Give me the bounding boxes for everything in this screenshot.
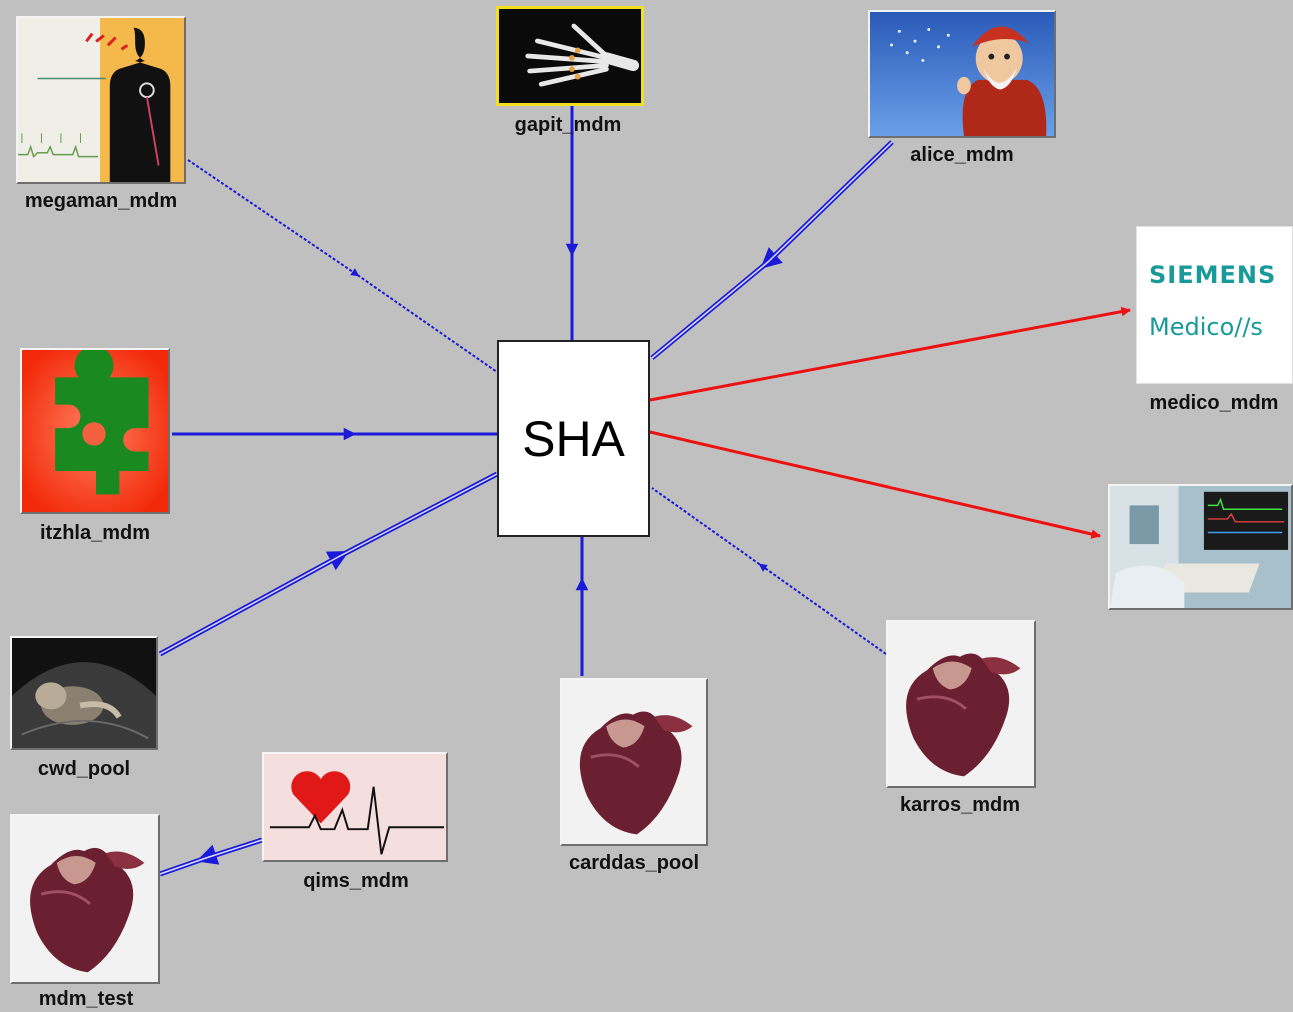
hand-xray-image (499, 9, 641, 103)
sha-hub-node[interactable]: SHA (497, 340, 650, 537)
edge-megaman-to-sha[interactable] (187, 159, 498, 373)
megaman-mdm-node[interactable] (16, 16, 186, 184)
icu-monitor-node[interactable] (1108, 484, 1293, 610)
heart-organ-image (562, 680, 706, 844)
edge-sha-to-medico[interactable] (649, 306, 1131, 402)
ultrasound-image (12, 638, 156, 748)
edge-sha-to-monitor[interactable] (649, 430, 1101, 539)
sandman-figure-image (870, 12, 1054, 136)
karros-mdm-label: karros_mdm (899, 794, 1021, 816)
megaman-mdm-label: megaman_mdm (24, 190, 178, 212)
qims-mdm-node[interactable] (262, 752, 448, 862)
carddas-pool-label: carddas_pool (568, 852, 700, 874)
medico-logo-text: Medico//s (1149, 313, 1263, 341)
mdm-test-node[interactable] (10, 814, 160, 984)
medico-mdm-label: medico_mdm (1149, 392, 1279, 414)
mdm-test-label: mdm_test (38, 988, 134, 1010)
puzzle-figure-image (22, 350, 168, 512)
karros-mdm-node[interactable] (886, 620, 1036, 788)
itzhla-mdm-label: itzhla_mdm (39, 522, 151, 544)
medico-mdm-node[interactable]: SIEMENS Medico//s (1136, 226, 1293, 384)
alice-mdm-node[interactable] (868, 10, 1056, 138)
cwd-pool-label: cwd_pool (37, 758, 131, 780)
carddas-pool-node[interactable] (560, 678, 708, 846)
sha-hub-label: SHA (522, 410, 625, 467)
heart-ecg-image (264, 754, 446, 860)
gapit-mdm-label: gapit_mdm (514, 114, 622, 136)
heart-organ-image (888, 622, 1034, 786)
edge-alice-to-sha[interactable] (650, 140, 894, 360)
gapit-mdm-node[interactable] (496, 6, 644, 106)
cwd-pool-node[interactable] (10, 636, 158, 750)
siemens-logo: SIEMENS (1149, 261, 1277, 289)
itzhla-mdm-node[interactable] (20, 348, 170, 514)
heart-organ-image (12, 816, 158, 982)
edge-karros-to-sha[interactable] (651, 487, 887, 655)
stethoscope-patient-image (18, 18, 184, 182)
icu-monitor-image (1110, 486, 1291, 608)
qims-mdm-label: qims_mdm (303, 870, 409, 892)
alice-mdm-label: alice_mdm (910, 144, 1014, 166)
